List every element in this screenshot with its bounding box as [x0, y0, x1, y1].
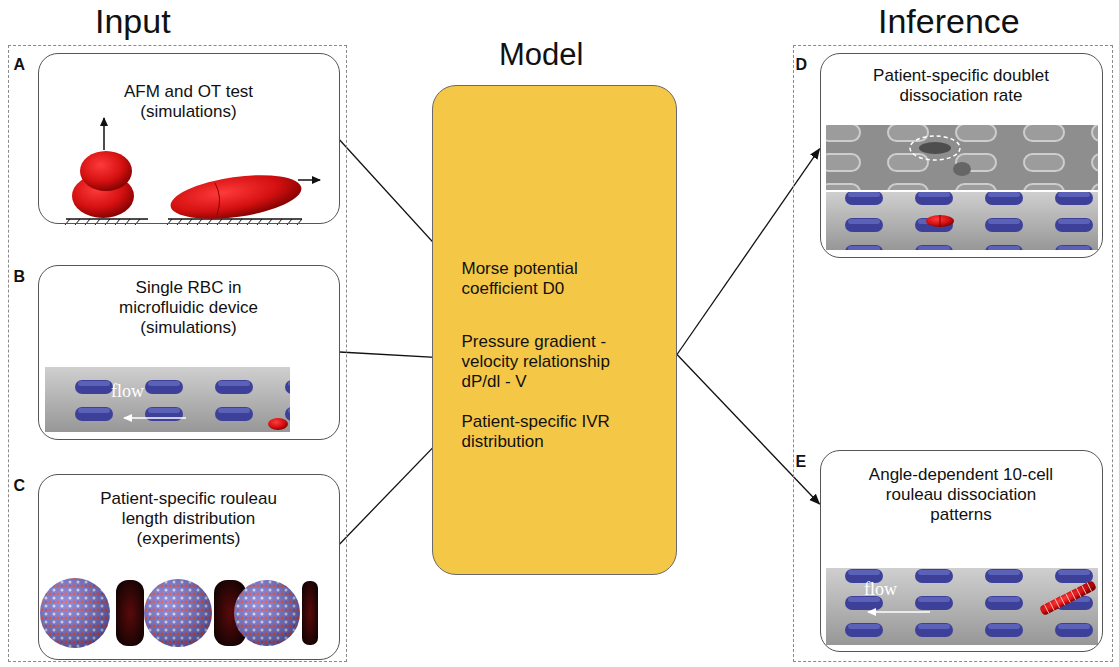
panel-letter: C	[14, 477, 26, 495]
rouleau-figure	[40, 578, 318, 648]
box-title: AFM and OT test (simulations)	[114, 82, 264, 123]
flow-arrow	[677, 149, 820, 355]
flow-label: flow	[864, 579, 897, 600]
flow-label: flow	[111, 381, 144, 402]
model-box: ModelMorse potential coefficient D0Press…	[432, 85, 677, 575]
box-title: Patient-specific doublet dissociation ra…	[859, 66, 1064, 107]
model-parameter: Pressure gradient - velocity relationshi…	[458, 328, 656, 397]
group-heading: Inference	[878, 1, 1020, 42]
microfluidic-figure	[45, 367, 290, 432]
panel-letter: D	[796, 56, 808, 74]
parameter-text: Pressure gradient - velocity relationshi…	[462, 332, 652, 393]
inference-box: EAngle-dependent 10-cell rouleau dissoci…	[820, 450, 1103, 652]
input-group: InputAAFM and OT test (simulations)BSing…	[8, 45, 347, 662]
panel-letter: B	[14, 268, 26, 286]
afm-ot-figure	[65, 118, 320, 226]
input-box: AAFM and OT test (simulations)	[38, 53, 340, 224]
inference-box: DPatient-specific doublet dissociation r…	[820, 53, 1103, 258]
doublet-figure	[826, 125, 1098, 250]
flow-arrow	[677, 355, 820, 505]
group-heading: Model	[499, 36, 583, 73]
panel-letter: E	[796, 453, 807, 471]
parameter-text: Patient-specific IVR distribution	[462, 412, 612, 453]
panel-letter: A	[14, 56, 26, 74]
inference-group: InferenceDPatient-specific doublet disso…	[793, 45, 1113, 662]
group-heading: Input	[95, 1, 171, 42]
model-parameter: Patient-specific IVR distribution	[458, 408, 616, 457]
input-box: CPatient-specific rouleau length distrib…	[38, 474, 340, 660]
box-title: Angle-dependent 10-cell rouleau dissocia…	[856, 465, 1066, 526]
parameter-text: Morse potential coefficient D0	[462, 259, 652, 300]
model-parameter: Morse potential coefficient D0	[458, 255, 656, 304]
rouleau-flow-figure	[826, 568, 1098, 645]
box-title: Single RBC in microfluidic device (simul…	[103, 278, 275, 339]
input-box: BSingle RBC in microfluidic device (simu…	[38, 265, 340, 440]
box-title: Patient-specific rouleau length distribu…	[86, 489, 291, 550]
